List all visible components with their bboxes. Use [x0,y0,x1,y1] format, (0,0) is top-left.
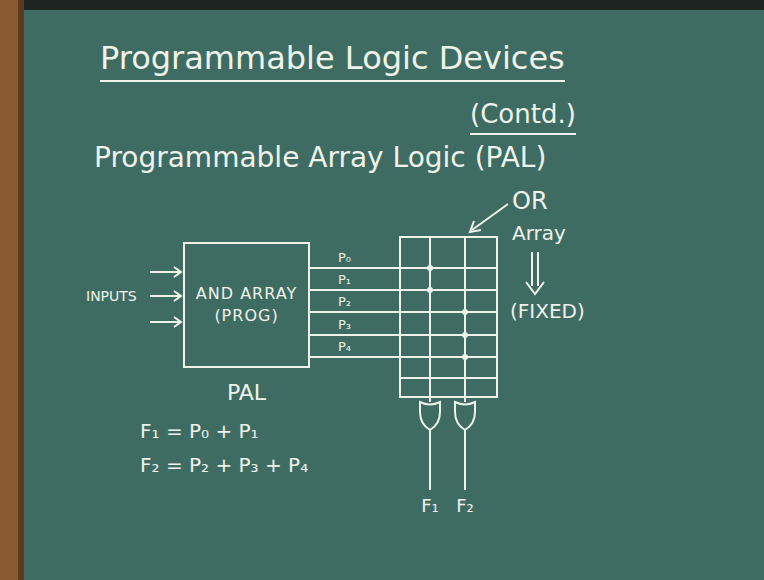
product-term: P₃ [338,318,351,333]
output-name: F₂ [456,496,474,517]
product-term: P₄ [338,340,351,355]
title: Programmable Logic Devices [100,40,565,82]
board-top-edge [0,0,764,10]
subtitle: Programmable Array Logic (PAL) [94,142,546,174]
equation: F₁ = P₀ + P₁ [140,420,259,443]
product-term: P₁ [338,273,351,288]
wood-frame [0,0,24,580]
product-term: P₀ [338,251,351,266]
array-label: Array [512,222,566,245]
inputs-label: INPUTS [86,288,137,304]
equation: F₂ = P₂ + P₃ + P₄ [140,454,308,477]
output-name: F₁ [421,496,439,517]
product-term: P₂ [338,295,351,310]
and-array-box: AND ARRAY (PROG)PAL [183,242,310,368]
device-name: PAL [227,380,266,405]
array-name: AND ARRAY (PROG) [185,283,308,328]
fixed-note: (FIXED) [510,300,585,323]
wood-frame-shadow [18,0,24,580]
pal-illustration [150,204,544,490]
continued-note: (Contd.) [470,100,576,135]
connection-dots [427,265,468,360]
array-label: OR [512,188,548,216]
